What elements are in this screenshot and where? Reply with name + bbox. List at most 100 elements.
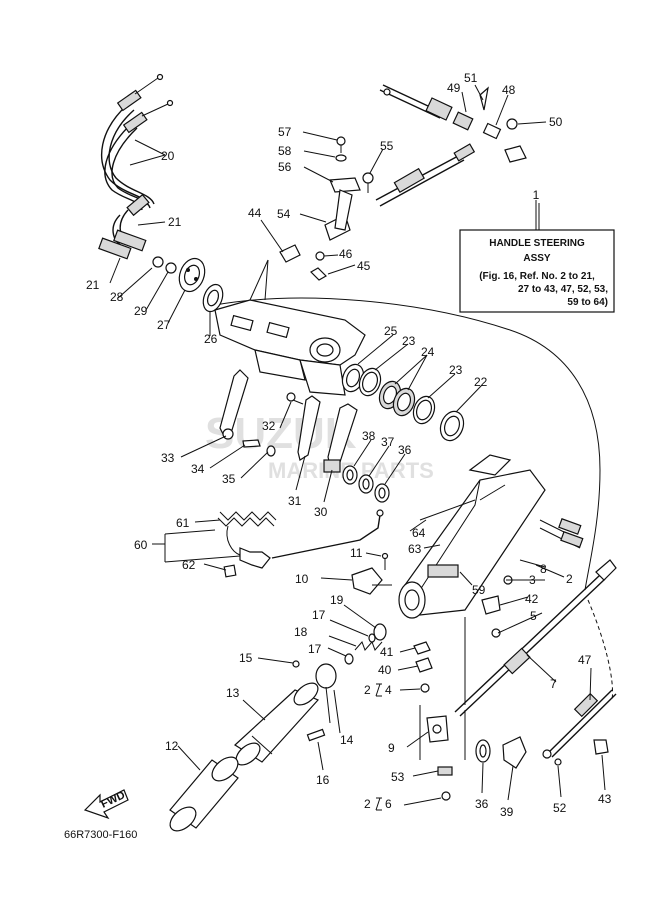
title-box-frame bbox=[459, 229, 615, 313]
spring-18 bbox=[354, 641, 383, 651]
callout-33: 33 bbox=[161, 451, 175, 465]
callout-20: 20 bbox=[161, 149, 175, 163]
washer-17b bbox=[344, 653, 354, 665]
callout-17a: 17 bbox=[312, 608, 326, 622]
callout-35: 35 bbox=[222, 472, 236, 486]
callout-16: 16 bbox=[316, 773, 330, 787]
washer-28 bbox=[152, 256, 164, 268]
callout-38: 38 bbox=[362, 429, 376, 443]
callout-2c: 2 bbox=[566, 572, 573, 586]
callout-56: 56 bbox=[278, 160, 292, 174]
callout-9: 9 bbox=[388, 741, 395, 755]
lower-hardware bbox=[413, 575, 609, 801]
callout-29: 29 bbox=[134, 304, 148, 318]
block-10 bbox=[351, 567, 383, 595]
small-washers bbox=[342, 465, 390, 503]
bolt-32 bbox=[286, 392, 296, 402]
title-box-line4: 27 to 43, 47, 52, 53, bbox=[518, 284, 608, 295]
callout-59: 59 bbox=[472, 583, 486, 597]
clip-41 bbox=[413, 641, 431, 655]
callout-21b: 21 bbox=[86, 278, 100, 292]
bolt-5 bbox=[491, 628, 501, 638]
washer-46 bbox=[315, 251, 325, 261]
bolt-6 bbox=[441, 791, 451, 801]
nut-50 bbox=[506, 118, 518, 130]
callout-25: 25 bbox=[384, 324, 398, 338]
callout-24: 24 bbox=[421, 345, 435, 359]
part-44 bbox=[279, 244, 301, 263]
screw-11 bbox=[381, 552, 389, 560]
callout-43: 43 bbox=[598, 792, 612, 806]
bolt-4 bbox=[420, 683, 430, 693]
callout-4: 4 bbox=[385, 683, 392, 697]
pin-51 bbox=[479, 86, 489, 111]
outline-dashed-cowling bbox=[214, 297, 601, 591]
callout-49: 49 bbox=[447, 81, 461, 95]
callout-64: 64 bbox=[412, 526, 426, 540]
washer-stack bbox=[341, 363, 465, 442]
grommet-27 bbox=[152, 256, 206, 293]
title-box-line1: HANDLE STEERING bbox=[489, 238, 585, 249]
callout-32: 32 bbox=[262, 419, 276, 433]
callout-15: 15 bbox=[239, 651, 253, 665]
screw-16 bbox=[306, 728, 326, 742]
callout-17b: 17 bbox=[308, 642, 322, 656]
washer-58 bbox=[335, 154, 347, 162]
callout-45: 45 bbox=[357, 259, 371, 273]
callout-42: 42 bbox=[525, 592, 539, 606]
washer-17a bbox=[368, 633, 376, 643]
bolt-55 bbox=[362, 172, 374, 184]
callout-13: 13 bbox=[226, 686, 240, 700]
callout-26: 26 bbox=[204, 332, 218, 346]
bolt-57 bbox=[336, 136, 346, 146]
callout-63: 63 bbox=[408, 542, 422, 556]
callout-8: 8 bbox=[540, 562, 547, 576]
title-box: HANDLE STEERING ASSY (Fig. 16, Ref. No. … bbox=[459, 188, 615, 313]
callout-30: 30 bbox=[314, 505, 328, 519]
callout-10: 10 bbox=[295, 572, 309, 586]
title-box-line3: (Fig. 16, Ref. No. 2 to 21, bbox=[479, 271, 595, 282]
throttle-link-rod bbox=[375, 84, 527, 207]
callout-54: 54 bbox=[277, 207, 291, 221]
callout-51: 51 bbox=[464, 71, 478, 85]
bolt-34 bbox=[242, 439, 261, 448]
callout-57: 57 bbox=[278, 125, 292, 139]
callout-39: 39 bbox=[500, 805, 514, 819]
screw-45 bbox=[310, 267, 327, 281]
stop-switch-lanyard bbox=[217, 509, 384, 578]
callout-34: 34 bbox=[191, 462, 205, 476]
clip-43 bbox=[593, 739, 609, 755]
callout-40: 40 bbox=[378, 663, 392, 677]
callout-23a: 23 bbox=[402, 334, 416, 348]
callout-48: 48 bbox=[502, 83, 516, 97]
callout-46: 46 bbox=[339, 247, 353, 261]
diagram-code: 66R7300-F160 bbox=[64, 829, 137, 841]
callout-37: 37 bbox=[381, 435, 395, 449]
upper-hardware bbox=[279, 136, 374, 281]
callout-41: 41 bbox=[380, 645, 394, 659]
plate-53 bbox=[437, 766, 453, 776]
clip-62 bbox=[223, 564, 237, 578]
callout-31: 31 bbox=[288, 494, 302, 508]
tiller-handle bbox=[169, 663, 337, 832]
callout-7: 7 bbox=[550, 677, 557, 691]
callout-1: 1 bbox=[533, 188, 540, 202]
fwd-arrow: FWD bbox=[83, 789, 129, 820]
callout-23b: 23 bbox=[449, 363, 463, 377]
friction-14 bbox=[315, 663, 337, 689]
callout-61: 61 bbox=[176, 516, 190, 530]
callout-2a: 2 bbox=[364, 683, 371, 697]
callout-22: 22 bbox=[474, 375, 488, 389]
callout-11: 11 bbox=[350, 546, 363, 560]
callout-47: 47 bbox=[578, 653, 592, 667]
steering-bracket bbox=[214, 259, 366, 396]
leader-lines bbox=[109, 84, 606, 811]
throttle-cables bbox=[98, 73, 174, 260]
title-box-line5: 59 to 64) bbox=[567, 297, 608, 308]
callout-50: 50 bbox=[549, 115, 563, 129]
part-56 bbox=[329, 177, 361, 193]
pin-52 bbox=[554, 758, 562, 766]
shift-cables bbox=[454, 559, 617, 759]
callout-12: 12 bbox=[165, 739, 179, 753]
